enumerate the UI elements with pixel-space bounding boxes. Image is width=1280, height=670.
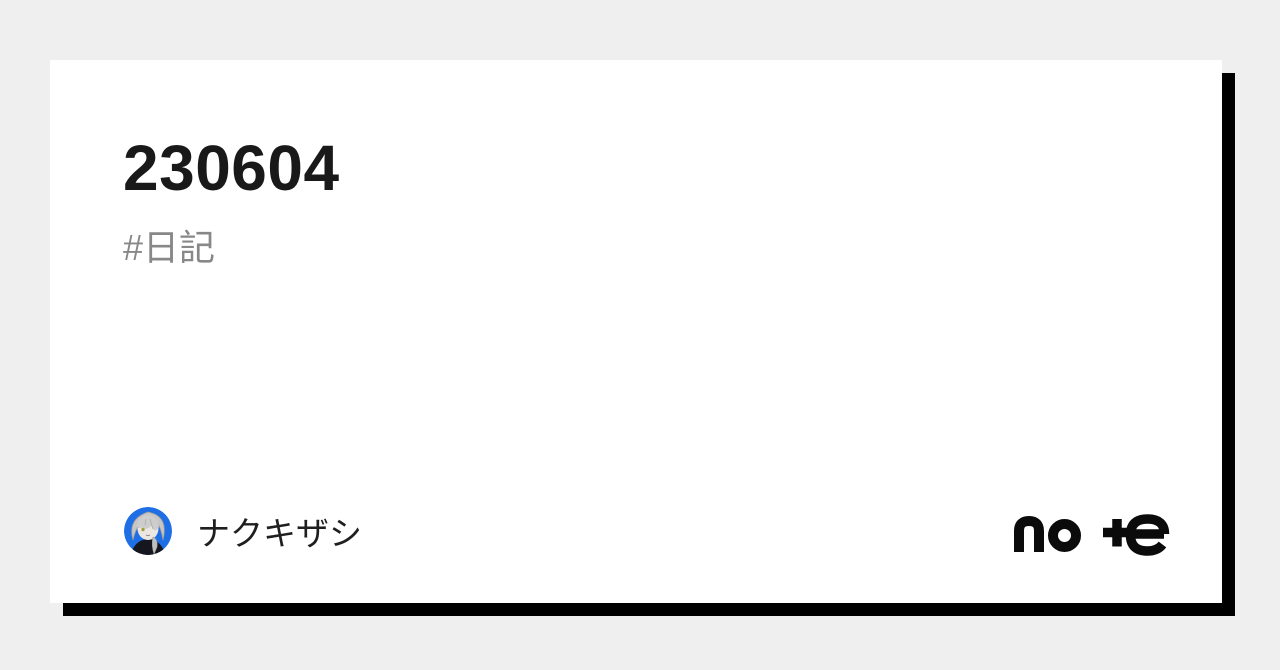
author-name: ナクキザシ — [197, 515, 362, 552]
author-row: ナクキザシ — [124, 507, 362, 555]
avatar-illustration-icon — [124, 507, 172, 555]
note-logo-icon — [1012, 512, 1170, 556]
author-avatar — [124, 507, 172, 555]
article-hashtag: #日記 — [123, 227, 216, 268]
article-title: 230604 — [123, 132, 340, 204]
note-article-card[interactable]: 230604 #日記 — [50, 60, 1222, 603]
